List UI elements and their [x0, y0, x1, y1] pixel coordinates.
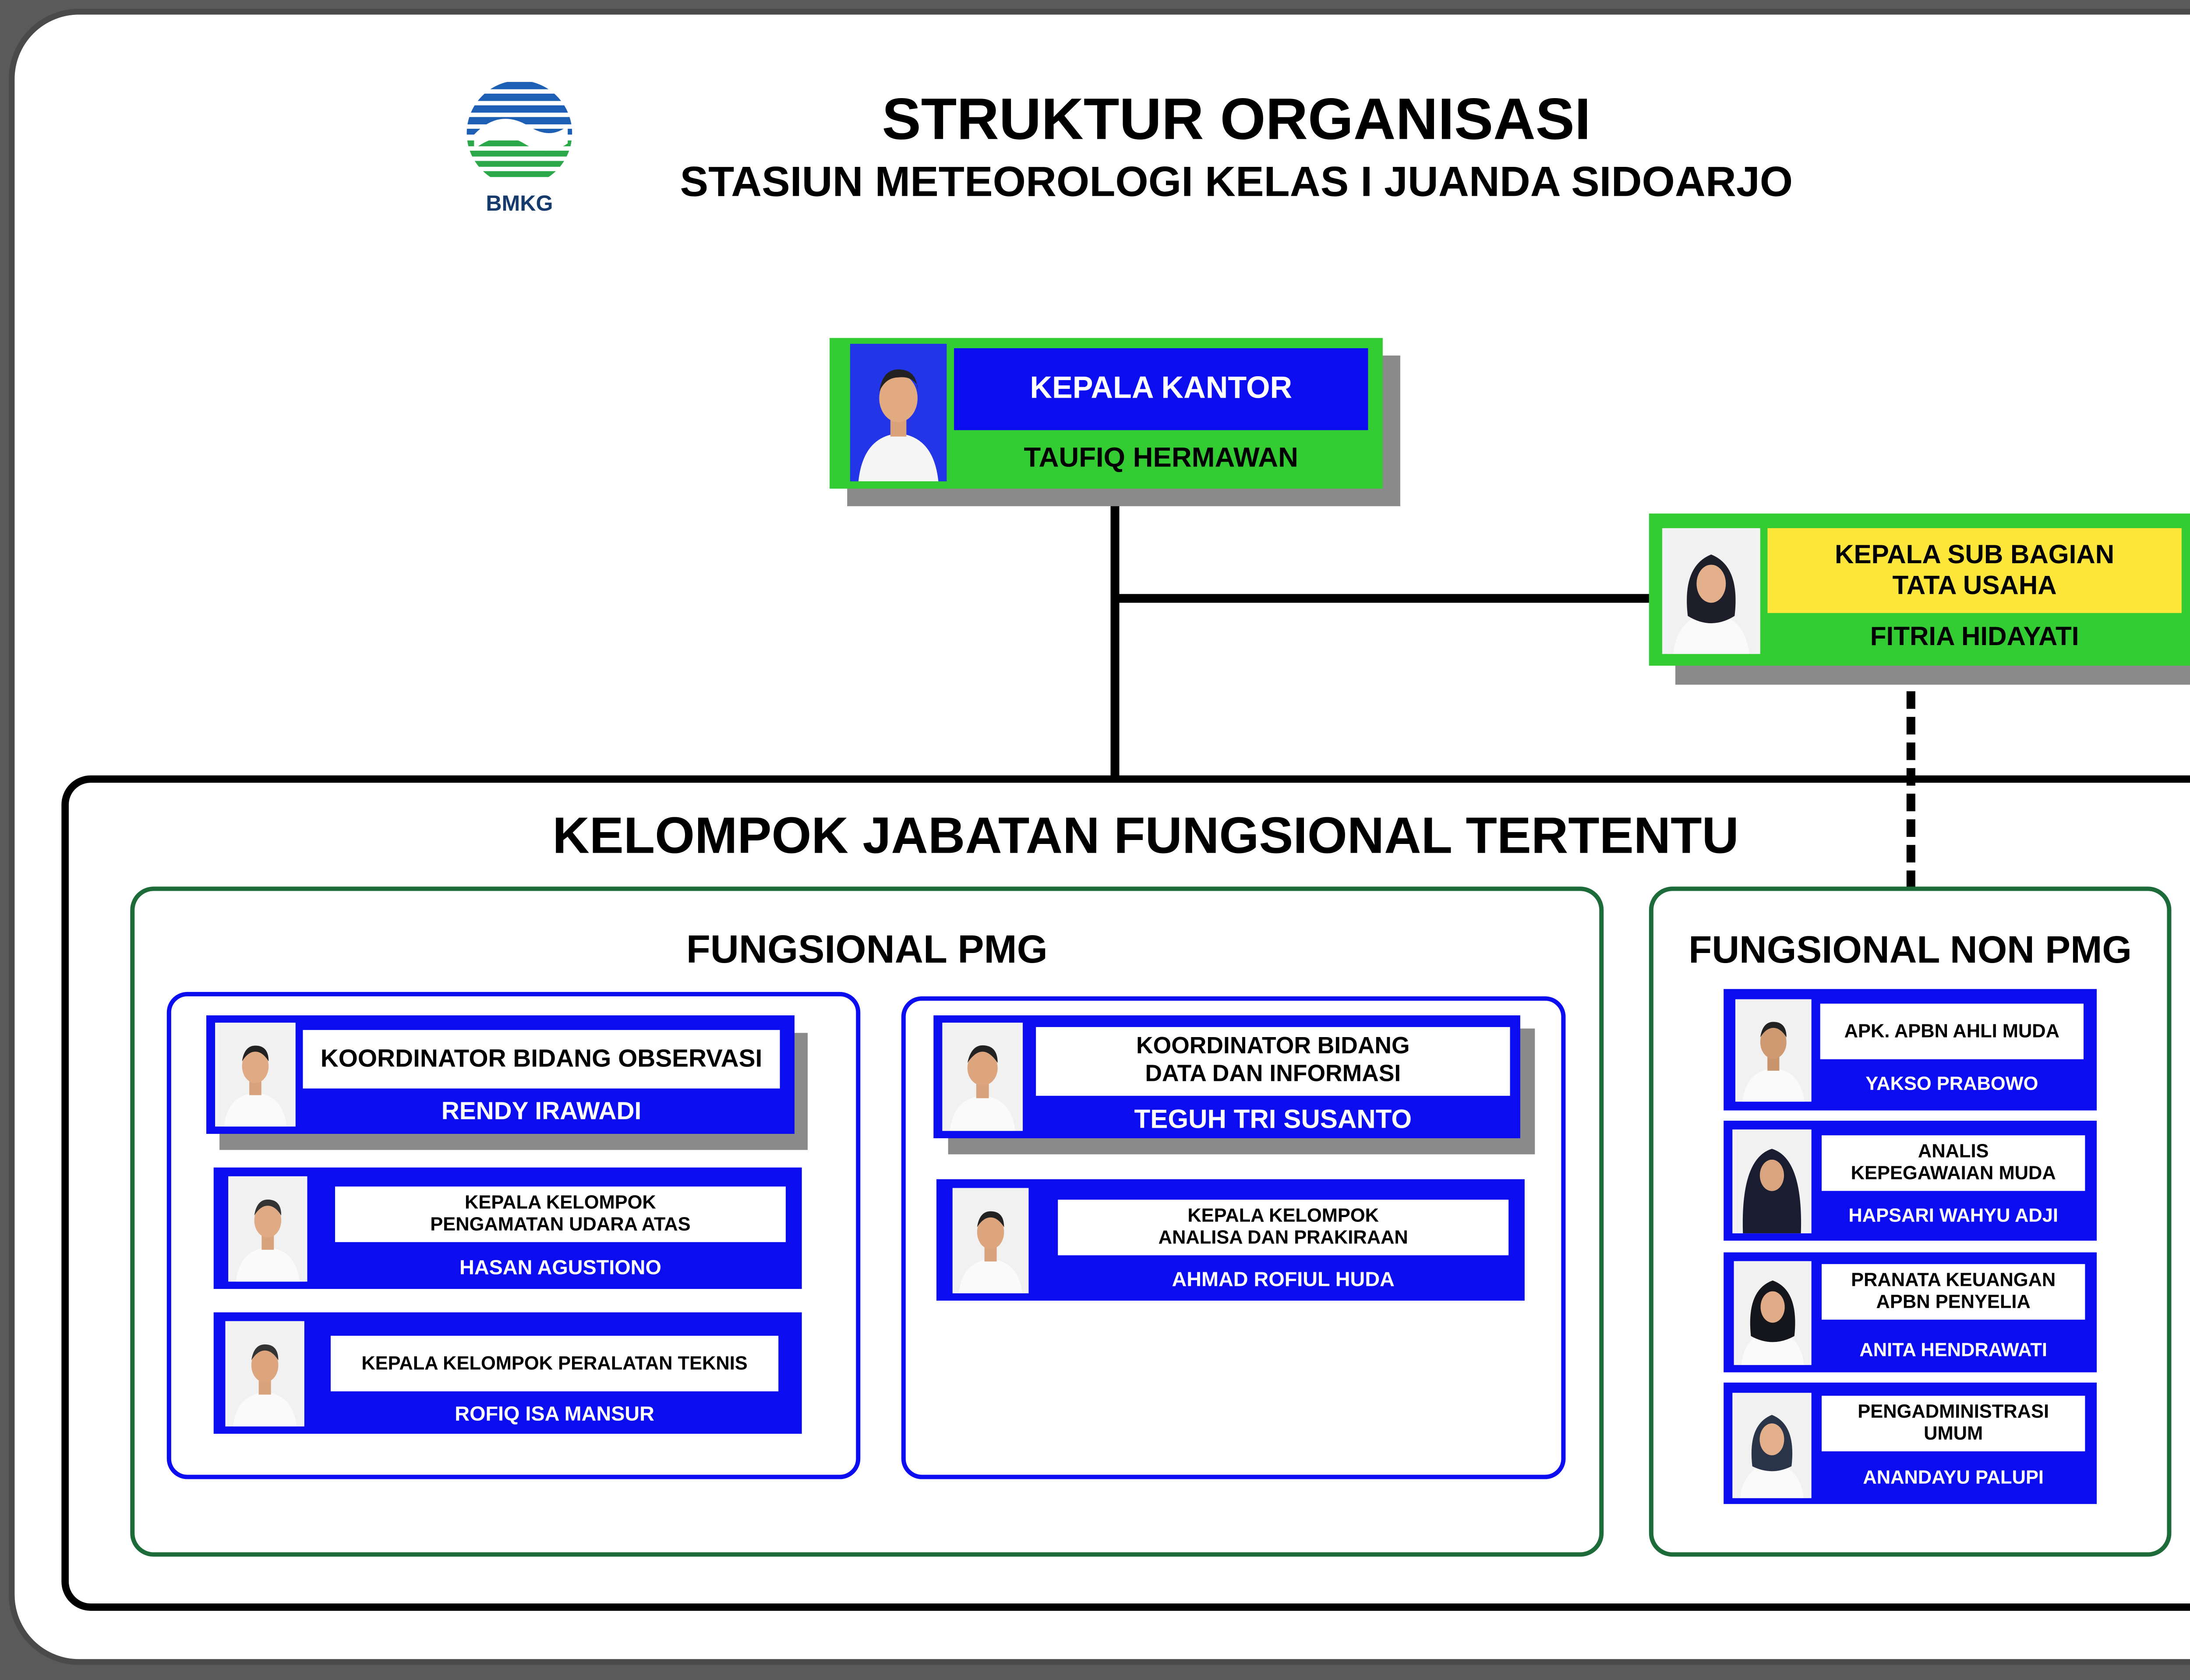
head-office-title: KEPALA KANTOR: [954, 348, 1368, 431]
person-photo-icon: [1736, 1261, 1809, 1365]
member-title: ANALIS KEPEGAWAIAN MUDA: [1822, 1135, 2085, 1191]
datin-coordinator-title: KOORDINATOR BIDANG DATA DAN INFORMASI: [1036, 1027, 1510, 1096]
datin-coordinator-name: TEGUH TRI SUSANTO: [1134, 1104, 1412, 1133]
member-name: ROFIQ ISA MANSUR: [455, 1401, 654, 1425]
datin-coordinator-card: KOORDINATOR BIDANG DATA DAN INFORMASI TE…: [933, 1015, 1520, 1138]
observasi-coordinator-name: RENDY IRAWADI: [441, 1098, 642, 1126]
bmkg-logo: BMKG: [463, 76, 577, 219]
person-photo-icon: [944, 1023, 1021, 1131]
member-card: APK. APBN AHLI MUDA YAKSO PRABOWO: [1724, 989, 2097, 1111]
member-card: KEPALA KELOMPOK PENGAMATAN UDARA ATAS HA…: [213, 1167, 802, 1289]
member-name: HASAN AGUSTIONO: [459, 1255, 661, 1279]
person-photo-icon: [1738, 999, 1809, 1102]
person-photo-icon: [228, 1321, 302, 1427]
member-photo: [225, 1321, 304, 1427]
connector-vertical-main: [1110, 487, 1120, 779]
member-card: PRANATA KEUANGAN APBN PENYELIA ANITA HEN…: [1724, 1252, 2097, 1373]
member-card: ANALIS KEPEGAWAIAN MUDA HAPSARI WAHYU AD…: [1724, 1120, 2097, 1241]
member-title: APK. APBN AHLI MUDA: [1820, 1003, 2084, 1059]
member-card: KEPALA KELOMPOK ANALISA DAN PRAKIRAAN AH…: [936, 1179, 1525, 1301]
observasi-coordinator-card: KOORDINATOR BIDANG OBSERVASI RENDY IRAWA…: [206, 1015, 795, 1134]
member-name: ANANDAYU PALUPI: [1863, 1465, 2044, 1487]
sub-head-name: FITRIA HIDAYATI: [1870, 621, 2079, 651]
sub-head-photo: [1662, 528, 1760, 654]
head-office-box: KEPALA KANTOR TAUFIQ HERMAWAN: [830, 338, 1383, 489]
sub-head-box: KEPALA SUB BAGIAN TATA USAHA FITRIA HIDA…: [1649, 513, 2190, 666]
member-title: KEPALA KELOMPOK PENGAMATAN UDARA ATAS: [335, 1186, 786, 1242]
member-title: KEPALA KELOMPOK ANALISA DAN PRAKIRAAN: [1058, 1200, 1509, 1256]
observasi-coordinator-photo: [215, 1023, 296, 1127]
member-photo: [952, 1188, 1029, 1294]
member-name: YAKSO PRABOWO: [1865, 1072, 2038, 1094]
observasi-section: [166, 992, 861, 1479]
pmg-group-box: FUNGSIONAL PMG: [130, 886, 1604, 1557]
member-photo: [1734, 1261, 1812, 1365]
page-subtitle: STASIUN METEOROLOGI KELAS I JUANDA SIDOA…: [680, 160, 1793, 207]
pmg-group-title: FUNGSIONAL PMG: [686, 928, 1048, 972]
person-photo-icon: [1667, 528, 1756, 654]
functional-group-title: KELOMPOK JABATAN FUNGSIONAL TERTENTU: [552, 807, 1739, 865]
connector-to-sub-head: [1115, 594, 1651, 603]
non-pmg-group-title: FUNGSIONAL NON PMG: [1688, 928, 2132, 972]
functional-group-box: KELOMPOK JABATAN FUNGSIONAL TERTENTU: [61, 775, 2190, 1611]
member-card: PENGADMINISTRASI UMUM ANANDAYU PALUPI: [1724, 1382, 2097, 1504]
person-photo-icon: [231, 1176, 305, 1282]
member-card: KEPALA KELOMPOK PERALATAN TEKNIS ROFIQ I…: [213, 1312, 802, 1434]
member-title: KEPALA KELOMPOK PERALATAN TEKNIS: [330, 1335, 779, 1391]
logo-text: BMKG: [486, 192, 553, 217]
datin-coordinator-photo: [942, 1023, 1023, 1131]
person-photo-icon: [1735, 1393, 1809, 1498]
bmkg-logo-icon: [466, 80, 572, 186]
member-photo: [1732, 1393, 1812, 1498]
head-office-name: TAUFIQ HERMAWAN: [1024, 443, 1298, 474]
member-photo: [1732, 1129, 1812, 1234]
member-photo: [228, 1176, 307, 1282]
person-photo-icon: [1735, 1129, 1809, 1234]
observasi-coordinator-title: KOORDINATOR BIDANG OBSERVASI: [303, 1030, 780, 1089]
member-name: ANITA HENDRAWATI: [1859, 1338, 2048, 1360]
non-pmg-group-box: FUNGSIONAL NON PMG: [1649, 886, 2172, 1557]
member-title: PRANATA KEUANGAN APBN PENYELIA: [1822, 1264, 2085, 1320]
member-photo: [1735, 999, 1812, 1102]
person-photo-icon: [954, 1188, 1028, 1294]
member-name: HAPSARI WAHYU ADJI: [1848, 1203, 2058, 1225]
page-title: STRUKTUR ORGANISASI: [882, 88, 1591, 152]
member-title: PENGADMINISTRASI UMUM: [1822, 1395, 2085, 1451]
sub-head-title: KEPALA SUB BAGIAN TATA USAHA: [1767, 528, 2182, 613]
member-name: AHMAD ROFIUL HUDA: [1172, 1267, 1395, 1291]
head-office-photo: [850, 344, 947, 482]
person-photo-icon: [219, 1023, 292, 1127]
datin-section: [901, 996, 1566, 1479]
person-photo-icon: [850, 344, 947, 482]
